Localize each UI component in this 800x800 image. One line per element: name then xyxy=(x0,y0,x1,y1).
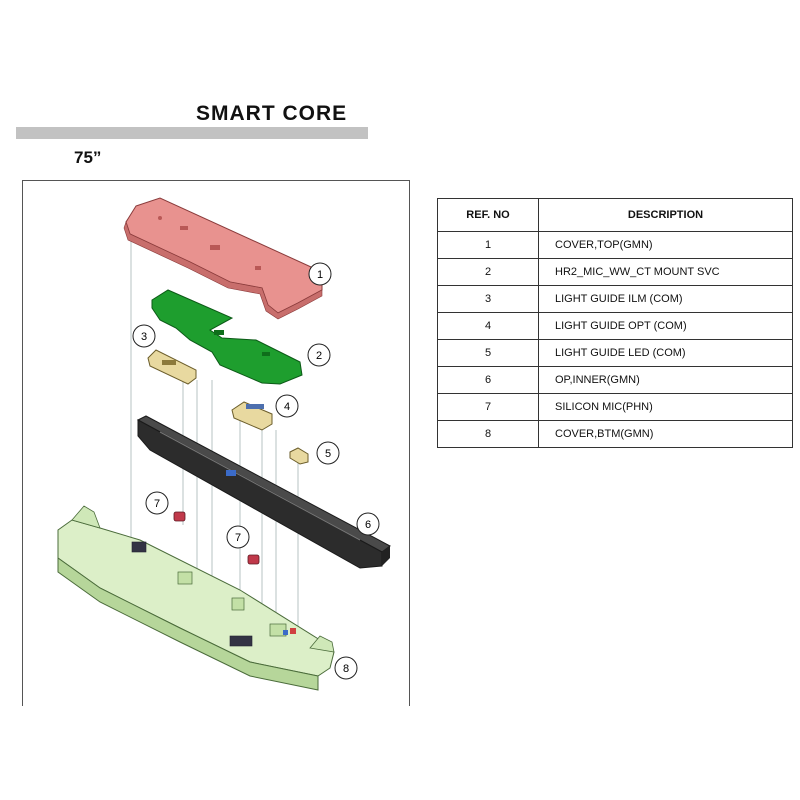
light-guide-opt-body xyxy=(231,401,273,431)
description-cell: LIGHT GUIDE LED (COM) xyxy=(538,339,793,367)
cover-btm-side-face xyxy=(57,557,319,691)
description-cell: HR2_MIC_WW_CT MOUNT SVC xyxy=(538,258,793,286)
callout-8: 8 xyxy=(334,656,358,680)
svg-text:4: 4 xyxy=(284,401,290,413)
svg-text:7: 7 xyxy=(154,498,160,510)
ref-cell: 8 xyxy=(437,420,539,448)
svg-text:2: 2 xyxy=(316,350,322,362)
header-description: DESCRIPTION xyxy=(538,198,793,232)
svg-text:1: 1 xyxy=(317,269,323,281)
light-guide-ilm-body xyxy=(147,349,197,385)
table-row: 8 COVER,BTM(GMN) xyxy=(437,420,793,448)
table-row: 6 OP,INNER(GMN) xyxy=(437,366,793,394)
callout-7a: 7 xyxy=(145,491,169,515)
light-guide-opt-strip xyxy=(246,404,264,409)
inner-side-face xyxy=(137,419,383,569)
cover-btm-blue-tab xyxy=(283,630,288,635)
light-guide-ilm-part xyxy=(147,349,197,385)
ref-cell: 6 xyxy=(437,366,539,394)
cover-btm-connector xyxy=(131,541,147,553)
description-cell: COVER,TOP(GMN) xyxy=(538,231,793,259)
cover-btm-part xyxy=(57,505,335,691)
cover-btm-connector xyxy=(229,635,253,647)
cover-top-slot xyxy=(210,245,220,250)
title-underline-bar xyxy=(16,127,368,139)
callout-6: 6 xyxy=(356,512,380,536)
light-guide-opt-part xyxy=(231,401,273,431)
ref-cell: 5 xyxy=(437,339,539,367)
cover-btm-bracket xyxy=(71,505,101,529)
diagram-frame xyxy=(22,180,410,706)
cover-top-body xyxy=(125,197,323,314)
cover-btm-red-tab xyxy=(290,628,296,634)
inner-end-face xyxy=(382,546,390,566)
page-title: SMART CORE xyxy=(196,102,348,125)
cover-top-hole xyxy=(158,216,162,220)
light-guide-led-body xyxy=(289,447,309,465)
table-row: 1 COVER,TOP(GMN) xyxy=(437,231,793,259)
silicon-mic-left xyxy=(173,511,186,522)
description-cell: COVER,BTM(GMN) xyxy=(538,420,793,448)
callout-5: 5 xyxy=(316,441,340,465)
svg-text:5: 5 xyxy=(325,448,331,460)
cover-top-edge xyxy=(123,221,323,320)
table-row: 3 LIGHT GUIDE ILM (COM) xyxy=(437,285,793,313)
mount-board-chip xyxy=(262,352,270,356)
inner-top-face xyxy=(136,415,391,553)
inner-clip xyxy=(226,470,236,476)
cover-top-slot xyxy=(255,266,261,270)
svg-text:7: 7 xyxy=(235,532,241,544)
description-cell: OP,INNER(GMN) xyxy=(538,366,793,394)
mount-board-body xyxy=(151,289,303,385)
parts-table: REF. NO DESCRIPTION 1 COVER,TOP(GMN) 2 H… xyxy=(437,198,793,448)
cover-btm-boss xyxy=(231,597,245,611)
description-cell: SILICON MIC(PHN) xyxy=(538,393,793,421)
description-cell: LIGHT GUIDE ILM (COM) xyxy=(538,285,793,313)
parts-table-header-row: REF. NO DESCRIPTION xyxy=(437,198,793,232)
callout-4: 4 xyxy=(275,394,299,418)
cover-top-slot xyxy=(180,226,188,230)
silicon-mic-part xyxy=(173,511,260,565)
table-row: 4 LIGHT GUIDE OPT (COM) xyxy=(437,312,793,340)
callout-1: 1 xyxy=(308,262,332,286)
table-row: 7 SILICON MIC(PHN) xyxy=(437,393,793,421)
light-guide-ilm-detail xyxy=(162,360,176,365)
description-cell: LIGHT GUIDE OPT (COM) xyxy=(538,312,793,340)
inner-groove xyxy=(159,431,361,541)
header-ref-no: REF. NO xyxy=(437,198,539,232)
cover-btm-bracket xyxy=(309,635,335,653)
inner-part xyxy=(136,415,391,569)
mount-board-part xyxy=(151,289,303,385)
callout-3: 3 xyxy=(132,324,156,348)
light-guide-led-part xyxy=(289,447,309,465)
svg-text:3: 3 xyxy=(141,331,147,343)
callout-7b: 7 xyxy=(226,525,250,549)
cover-btm-boss xyxy=(177,571,193,585)
table-row: 2 HR2_MIC_WW_CT MOUNT SVC xyxy=(437,258,793,286)
assembly-guide-lines xyxy=(130,236,299,640)
ref-cell: 7 xyxy=(437,393,539,421)
ref-cell: 4 xyxy=(437,312,539,340)
mount-board-chip xyxy=(214,330,224,335)
svg-text:8: 8 xyxy=(343,663,349,675)
callout-2: 2 xyxy=(307,343,331,367)
silicon-mic-right xyxy=(247,554,260,565)
ref-cell: 1 xyxy=(437,231,539,259)
svg-text:6: 6 xyxy=(365,519,371,531)
size-label: 75” xyxy=(74,148,102,167)
table-row: 5 LIGHT GUIDE LED (COM) xyxy=(437,339,793,367)
ref-cell: 3 xyxy=(437,285,539,313)
ref-cell: 2 xyxy=(437,258,539,286)
